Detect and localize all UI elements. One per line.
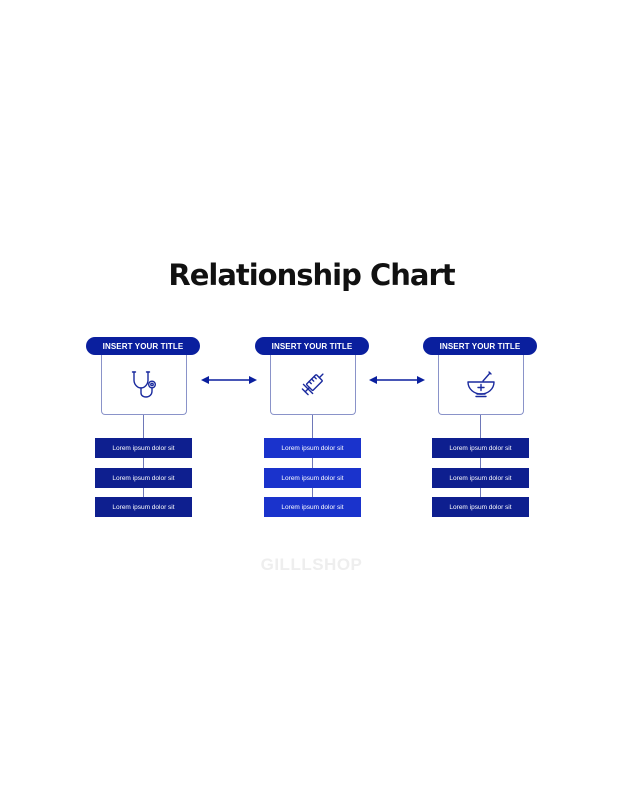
syringe-icon: [301, 373, 324, 396]
column-2-item-2: Lorem ipsum dolor sit: [264, 468, 361, 488]
column-1-item-2: Lorem ipsum dolor sit: [95, 468, 192, 488]
column-3-item-1: Lorem ipsum dolor sit: [432, 438, 529, 458]
column-2-item-1: Lorem ipsum dolor sit: [264, 438, 361, 458]
column-2-title: INSERT YOUR TITLE: [255, 337, 369, 355]
column-3-item-2: Lorem ipsum dolor sit: [432, 468, 529, 488]
column-1-icon-box: [101, 346, 187, 415]
column-3-item-3: Lorem ipsum dolor sit: [432, 497, 529, 517]
column-3-connector: [480, 415, 481, 515]
bidirectional-arrow-2: [369, 376, 425, 384]
column-2-icon-box: [270, 346, 356, 415]
mortar-pestle-icon: [467, 371, 495, 398]
column-1-item-3: Lorem ipsum dolor sit: [95, 497, 192, 517]
column-1-title: INSERT YOUR TITLE: [86, 337, 200, 355]
bidirectional-arrow-1: [201, 376, 257, 384]
chart-title: Relationship Chart: [168, 258, 455, 292]
column-3-icon-box: [438, 346, 524, 415]
column-2-connector: [312, 415, 313, 515]
watermark: GILLLSHOP: [260, 555, 363, 574]
column-3-title: INSERT YOUR TITLE: [423, 337, 537, 355]
column-2-item-3: Lorem ipsum dolor sit: [264, 497, 361, 517]
column-1-connector: [143, 415, 144, 515]
column-1-item-1: Lorem ipsum dolor sit: [95, 438, 192, 458]
stethoscope-icon: [131, 371, 157, 398]
